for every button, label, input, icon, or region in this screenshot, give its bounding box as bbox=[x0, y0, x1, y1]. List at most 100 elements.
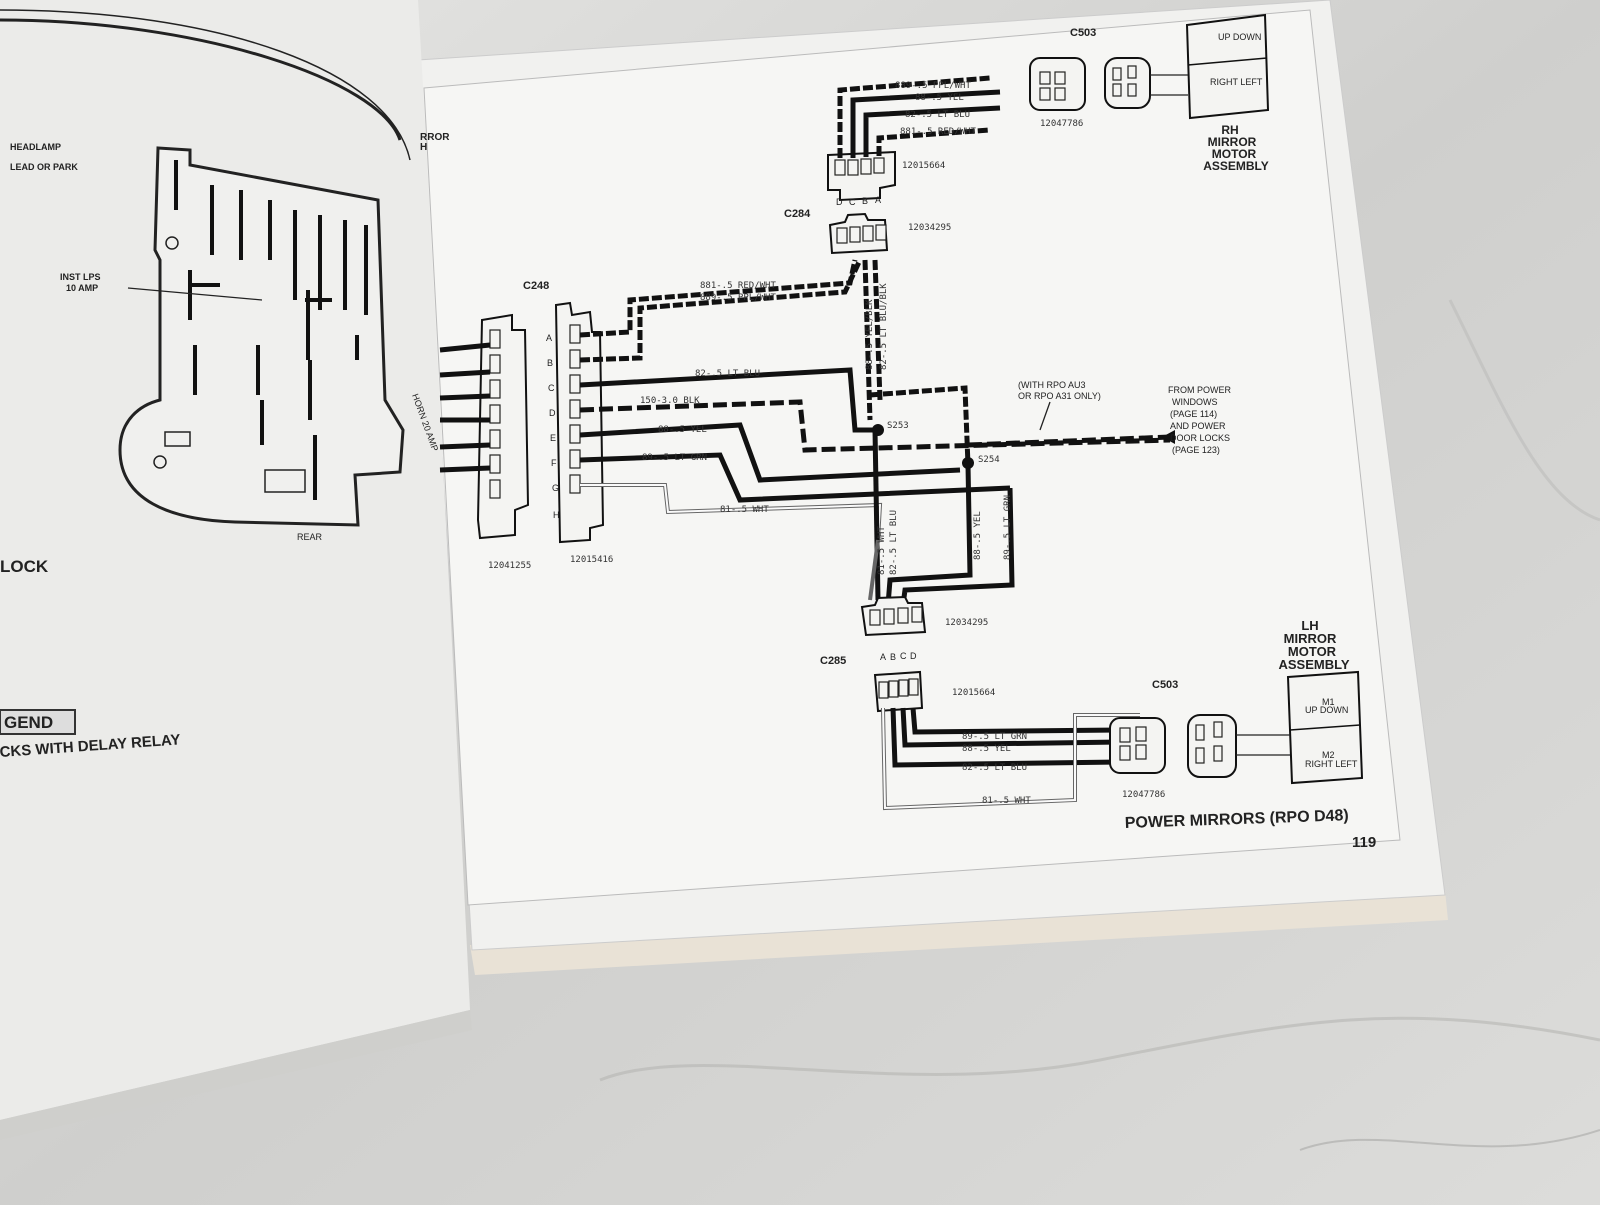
label-89-lt-grn-vertical: 89-.5 LT GRN bbox=[1003, 495, 1013, 560]
label-82-lt-blu-blk: 82-.5 LT BLU/BLK bbox=[879, 283, 889, 370]
lh-assembly-1: LH bbox=[1301, 618, 1318, 633]
label-889-ppl-wht-top: 889-.5 PPL/WHT bbox=[895, 81, 971, 91]
rh-motor-part-number: 12047786 bbox=[1040, 119, 1083, 129]
c285-pin-c: C bbox=[900, 651, 907, 661]
rh-assembly-4: ASSEMBLY bbox=[1203, 159, 1269, 173]
label-150-blk: 150-3.0 BLK bbox=[640, 396, 700, 406]
lh-assembly-4: ASSEMBLY bbox=[1278, 657, 1349, 672]
diagram-frame bbox=[423, 9, 1401, 906]
label-881-red-wht-top: 881-.5 RED/WHT bbox=[900, 127, 976, 137]
wire-82-lt-blu-blk[interactable] bbox=[872, 259, 883, 401]
wire-881-red-wht[interactable] bbox=[579, 259, 858, 338]
c503-top-label: C503 bbox=[1070, 27, 1096, 39]
splice-s254 bbox=[962, 457, 974, 469]
from-note-3: (PAGE 114) bbox=[1170, 409, 1217, 419]
connector-c285[interactable] bbox=[860, 595, 927, 713]
wire-rpo-option[interactable] bbox=[967, 434, 1171, 448]
lh-right-left-label: RIGHT LEFT bbox=[1305, 759, 1358, 769]
rear-label: REAR bbox=[297, 532, 323, 542]
from-note-5: DOOR LOCKS bbox=[1170, 433, 1230, 443]
rh-motor-connector[interactable] bbox=[1029, 57, 1151, 111]
rh-assembly-2: MIRROR bbox=[1208, 135, 1257, 149]
label-81-wht-vertical: 81-.5 WHT bbox=[877, 526, 887, 575]
wire-889-ppl-wht[interactable] bbox=[579, 258, 863, 363]
lh-motor-connector[interactable] bbox=[1109, 714, 1237, 778]
fuse-label-inst-lps: INST LPS bbox=[60, 272, 101, 282]
rh-mirror-motor: UP DOWN RIGHT LEFT bbox=[1185, 13, 1270, 120]
label-82-lt-blu-vertical: 82-.5 LT BLU bbox=[889, 510, 899, 575]
wire-88-yel-top[interactable] bbox=[850, 89, 1001, 158]
label-89-lt-grn: 89-.5 LT GRN bbox=[642, 453, 707, 463]
c248-label: C248 bbox=[523, 280, 549, 292]
wire-88-yel-blk[interactable] bbox=[862, 259, 873, 421]
wire-82-lt-blu-vertical[interactable] bbox=[872, 429, 881, 601]
label-88-yel-top: 88-.5 YEL bbox=[915, 93, 964, 103]
headlamp-label: HEADLAMP bbox=[10, 142, 61, 152]
c284-pin-b: B bbox=[862, 196, 868, 206]
label-88-yel-blk: 88-.5 YEL/BLK bbox=[865, 299, 875, 370]
wire-889-ppl-wht-top[interactable] bbox=[837, 75, 991, 158]
c285-lower-part-number: 12015664 bbox=[952, 688, 995, 698]
c284-upper-part-number: 12015664 bbox=[902, 161, 945, 171]
cavity-f: F bbox=[551, 458, 557, 468]
splice-s253 bbox=[872, 424, 884, 436]
c248-left-part-number: 12041255 bbox=[488, 561, 531, 571]
wire-881-red-wht-top[interactable] bbox=[876, 127, 991, 156]
cavity-g: G bbox=[552, 483, 559, 493]
from-note-1: FROM POWER bbox=[1168, 385, 1231, 395]
rpo-note-2: OR RPO A31 ONLY) bbox=[1018, 391, 1101, 401]
c285-pin-a: A bbox=[880, 652, 886, 662]
label-82-lt-blu: 82-.5 LT BLU bbox=[695, 369, 760, 379]
fuse-label-amp: 10 AMP bbox=[66, 283, 98, 293]
lh-mirror-motor: M1 UP DOWN M2 RIGHT LEFT bbox=[1286, 670, 1364, 785]
label-881-red-wht: 881-.5 RED/WHT bbox=[700, 281, 776, 291]
c284-pin-c: C bbox=[849, 197, 856, 207]
from-note-4: AND POWER bbox=[1170, 421, 1226, 431]
cavity-h: H bbox=[553, 510, 560, 520]
rh-m3-label: UP DOWN bbox=[1218, 32, 1261, 42]
rh-m4-label: RIGHT LEFT bbox=[1210, 77, 1263, 87]
cavity-a: A bbox=[546, 333, 552, 343]
lh-assembly-2: MIRROR bbox=[1284, 631, 1337, 646]
label-89-lt-grn-bottom: 89-.5 LT GRN bbox=[962, 732, 1027, 742]
c503-bottom-label: C503 bbox=[1152, 679, 1178, 691]
label-82-lt-blu-bottom: 82-.5 LT BLU bbox=[962, 763, 1027, 773]
lh-up-down-label: UP DOWN bbox=[1305, 705, 1348, 715]
from-note-2: WINDOWS bbox=[1172, 397, 1218, 407]
page-number: 119 bbox=[1352, 834, 1376, 851]
from-note-6: (PAGE 123) bbox=[1172, 445, 1220, 455]
wire-88-yel[interactable] bbox=[579, 422, 961, 483]
s254-label: S254 bbox=[978, 455, 1000, 465]
c285-label: C285 bbox=[820, 655, 846, 667]
label-82-lt-blu-top: 82-.5 LT BLU bbox=[905, 110, 970, 120]
heading-lock: LOCK bbox=[0, 557, 49, 576]
label-81-wht-bottom: 81-.5 WHT bbox=[982, 796, 1031, 806]
wire-89-lt-grn-bottom[interactable] bbox=[910, 707, 1121, 735]
rpo-note-1: (WITH RPO AU3 bbox=[1018, 380, 1086, 390]
rh-assembly-3: MOTOR bbox=[1212, 147, 1257, 161]
c285-upper-part-number: 12034295 bbox=[945, 618, 988, 628]
c284-pin-d: D bbox=[836, 197, 843, 207]
lh-motor-part-number: 12047786 bbox=[1122, 790, 1165, 800]
label-88-yel: 88-.5 YEL bbox=[658, 425, 707, 435]
connector-c284[interactable] bbox=[827, 150, 896, 255]
rh-assembly-1: RH bbox=[1221, 123, 1238, 137]
wire-88-yel-bottom[interactable] bbox=[900, 707, 1121, 748]
legend-heading: GEND bbox=[4, 713, 53, 732]
lh-assembly-3: MOTOR bbox=[1288, 644, 1337, 659]
edge-label: RROR bbox=[420, 132, 450, 143]
wire-82-lt-blu-bottom[interactable] bbox=[890, 707, 1121, 768]
wire-82-lt-blu[interactable] bbox=[579, 367, 875, 433]
c248-right-part-number: 12015416 bbox=[570, 555, 613, 565]
lh-m1-label: M1 bbox=[1322, 697, 1335, 707]
fuse-block bbox=[118, 146, 405, 527]
s253-label: S253 bbox=[887, 421, 909, 431]
lh-m2-label: M2 bbox=[1322, 750, 1335, 760]
wire-88-yel-vertical[interactable] bbox=[885, 464, 973, 606]
c284-lower-part-number: 12034295 bbox=[908, 223, 951, 233]
edge-label-2: H bbox=[420, 142, 427, 153]
cavity-b: B bbox=[547, 358, 553, 368]
label-88-yel-bottom: 88-.5 YEL bbox=[962, 744, 1011, 754]
wire-82-lt-blu-top[interactable] bbox=[863, 105, 1001, 157]
